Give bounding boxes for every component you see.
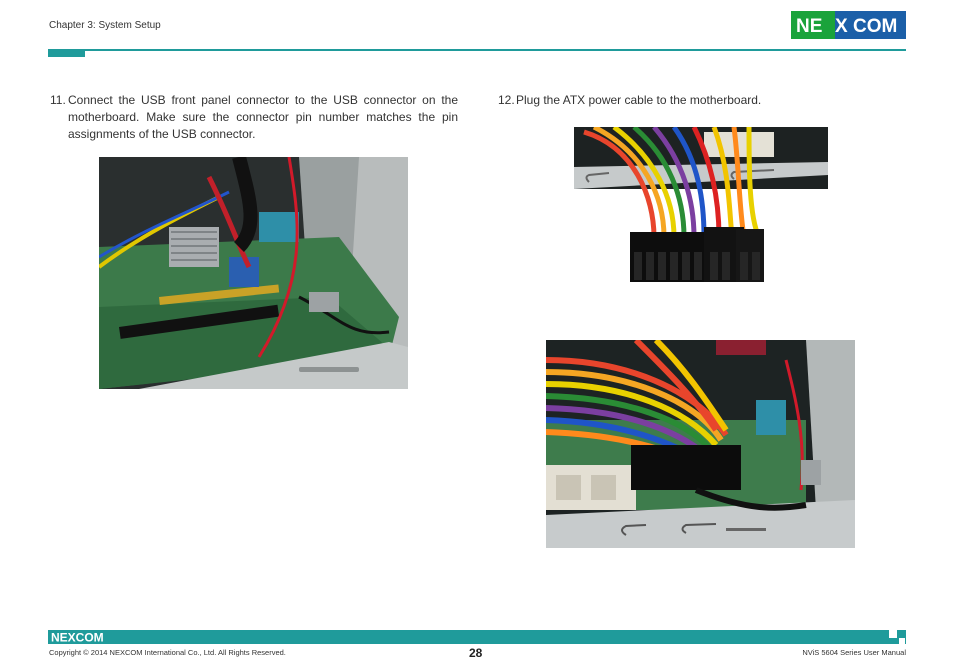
step-12: 12. Plug the ATX power cable to the moth…	[498, 92, 898, 109]
footer-bar	[48, 630, 906, 644]
chapter-title: Chapter 3: System Setup	[49, 20, 161, 31]
svg-text:COM: COM	[853, 16, 897, 37]
step-text: Plug the ATX power cable to the motherbo…	[516, 93, 762, 107]
svg-text:NEXCOM: NEXCOM	[51, 631, 104, 645]
footer-corner-squares	[889, 630, 907, 644]
footer-nexcom-logo: NEXCOM	[51, 630, 111, 649]
nexcom-logo: NE X COM	[791, 11, 906, 39]
step-text: Connect the USB front panel connector to…	[68, 93, 458, 141]
header-accent-block	[48, 49, 85, 57]
atx-cable-photo	[574, 127, 828, 283]
manual-title: NViS 5604 Series User Manual	[802, 648, 906, 657]
svg-text:X: X	[835, 16, 848, 37]
step-number: 12.	[498, 93, 515, 107]
header-rule	[60, 49, 906, 51]
step-11: 11. Connect the USB front panel connecto…	[50, 92, 458, 143]
page-number: 28	[469, 646, 483, 660]
step-number: 11.	[50, 93, 66, 107]
svg-text:NE: NE	[796, 16, 822, 37]
usb-connector-photo	[99, 157, 408, 389]
atx-installed-photo	[546, 340, 855, 548]
copyright-text: Copyright © 2014 NEXCOM International Co…	[49, 648, 286, 657]
